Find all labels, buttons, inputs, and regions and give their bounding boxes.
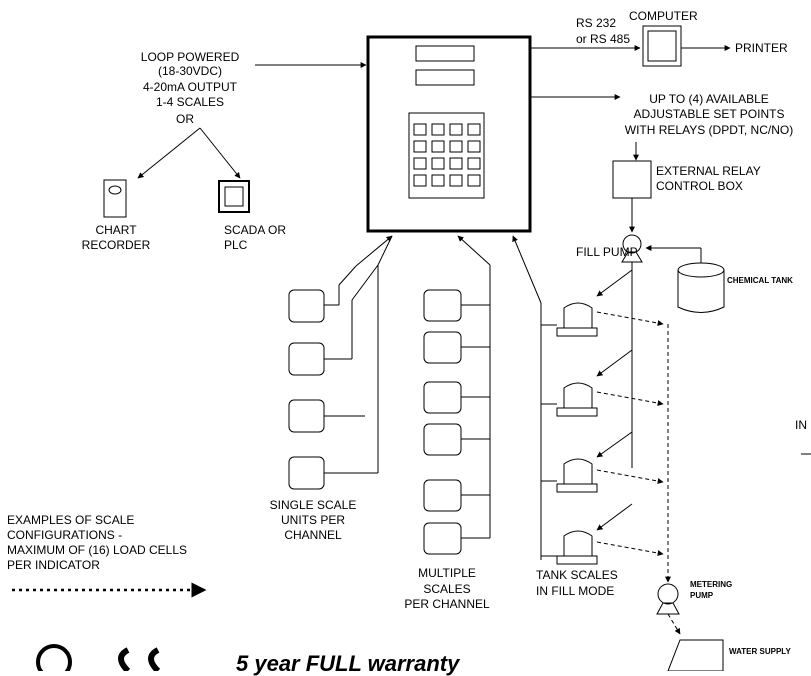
scada-plc-line1: SCADA OR bbox=[224, 223, 287, 237]
tank-scales-line1: TANK SCALES bbox=[536, 568, 618, 582]
multiple-scales-line1: MULTIPLE bbox=[418, 566, 476, 580]
loop-powered-line2: (18-30VDC) bbox=[157, 64, 223, 78]
certification-logo bbox=[36, 644, 161, 671]
printer-label: PRINTER bbox=[735, 41, 788, 55]
computer-label: COMPUTER bbox=[629, 9, 698, 23]
examples-line2: CONFIGURATIONS - bbox=[7, 528, 123, 542]
loop-powered-line4: 1-4 SCALES bbox=[155, 95, 225, 109]
water-supply-label: WATER SUPPLY bbox=[729, 647, 791, 656]
examples-line1: EXAMPLES OF SCALE bbox=[7, 513, 135, 527]
chart-recorder-icon bbox=[103, 179, 127, 218]
chemical-tank-label: CHEMICAL TANK bbox=[727, 276, 793, 285]
weight-indicator bbox=[366, 35, 532, 233]
water-supply-icon bbox=[667, 639, 724, 671]
scada-plc-line2: PLC bbox=[224, 238, 248, 252]
tank-scales-line2: IN FILL MODE bbox=[536, 584, 615, 598]
chart-recorder-line1: CHART bbox=[95, 223, 137, 237]
chemical-tank-icon bbox=[677, 262, 725, 313]
keypad bbox=[413, 123, 481, 187]
tank-scale-1 bbox=[556, 302, 598, 337]
relay-box bbox=[612, 160, 652, 199]
tank-scale-2 bbox=[556, 382, 598, 417]
fill-pump-icon bbox=[621, 234, 643, 263]
relay-box-line1: EXTERNAL RELAY bbox=[656, 164, 761, 178]
single-scale-units bbox=[288, 289, 325, 490]
computer-icon bbox=[642, 25, 682, 67]
single-scale-line2: UNITS PER bbox=[280, 513, 345, 527]
multiple-scales-line3: PER CHANNEL bbox=[404, 597, 490, 611]
single-scale-line1: SINGLE SCALE bbox=[269, 498, 357, 512]
set-points-line2: ADJUSTABLE SET POINTS bbox=[633, 107, 785, 121]
rs485-label: or RS 485 bbox=[576, 32, 631, 46]
rs232-label: RS 232 bbox=[576, 16, 617, 30]
loop-powered-line1: LOOP POWERED bbox=[140, 50, 240, 64]
multiple-scales-line2: SCALES bbox=[423, 582, 471, 596]
set-points-line3: WITH RELAYS (DPDT, NC/NO) bbox=[624, 123, 794, 137]
metering-pump-icon bbox=[656, 583, 680, 615]
scada-plc-icon bbox=[218, 180, 250, 213]
examples-line3: MAXIMUM OF (16) LOAD CELLS bbox=[7, 543, 188, 557]
or-label: OR bbox=[176, 112, 194, 126]
set-points-line1: UP TO (4) AVAILABLE bbox=[649, 92, 769, 106]
warranty-text: 5 year FULL warranty bbox=[236, 651, 460, 676]
loop-powered-line3: 4-20mA OUTPUT bbox=[142, 80, 238, 94]
multiple-scale-units bbox=[423, 289, 462, 555]
relay-box-line2: CONTROL BOX bbox=[656, 179, 743, 193]
examples-line4: PER INDICATOR bbox=[7, 558, 100, 572]
chart-recorder-line2: RECORDER bbox=[81, 238, 151, 252]
cutoff-label: IN bbox=[795, 418, 807, 432]
single-scale-line3: CHANNEL bbox=[284, 528, 342, 542]
metering-pump-line2: PUMP bbox=[690, 591, 714, 600]
tank-scale-4 bbox=[556, 530, 598, 565]
metering-pump-line1: METERING bbox=[690, 580, 733, 589]
tank-scale-3 bbox=[556, 458, 598, 493]
fill-pump-label: FILL PUMP bbox=[576, 245, 638, 259]
